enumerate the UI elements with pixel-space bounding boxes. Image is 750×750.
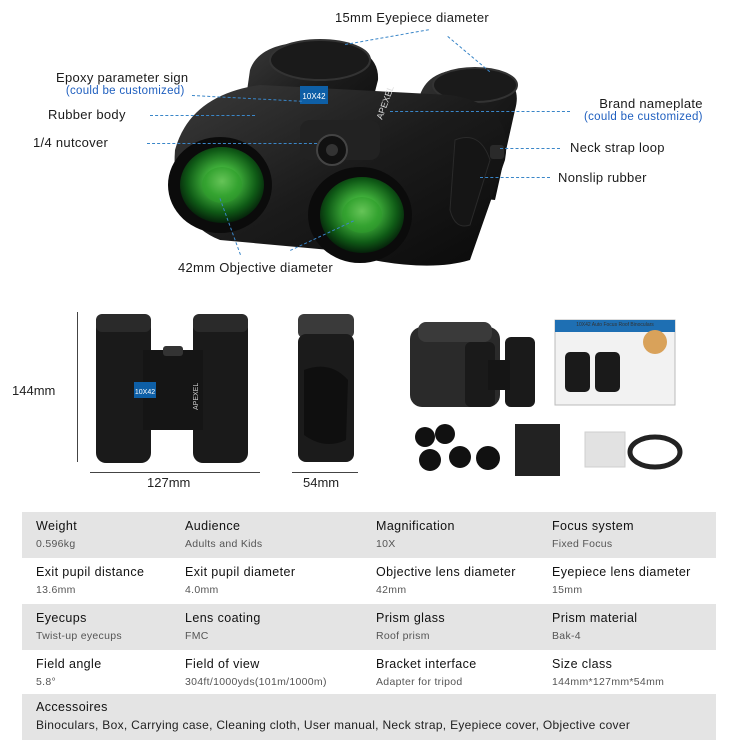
accessories-row: Accessoires Binoculars, Box, Carrying ca…: [22, 694, 716, 740]
spec-label: Eyepiece lens diameter: [552, 565, 691, 579]
spec-value: 4.0mm: [185, 584, 219, 596]
leader-nutcover: [147, 143, 317, 144]
callout-eyepiece: 15mm Eyepiece diameter: [335, 10, 489, 25]
spec-value: 144mm*127mm*54mm: [552, 676, 665, 688]
callout-objective: 42mm Objective diameter: [178, 260, 334, 275]
spec-label: Eyecups: [36, 611, 87, 625]
accessories-value: Binoculars, Box, Carrying case, Cleaning…: [36, 718, 631, 732]
spec-value: 15mm: [552, 584, 583, 596]
width-dimension-line: [90, 472, 260, 473]
spec-label: Exit pupil distance: [36, 565, 145, 579]
spec-label: Exit pupil diameter: [185, 565, 296, 579]
callout-epoxy-label: Epoxy parameter sign: [56, 70, 189, 85]
front-brand-text: APEXEL: [193, 383, 200, 410]
side-view-illustration: [298, 314, 354, 462]
spec-value: 0.596kg: [36, 538, 76, 550]
spec-label: Focus system: [552, 519, 634, 533]
spec-value: 304ft/1000yds(101m/1000m): [185, 676, 327, 688]
spec-value: 13.6mm: [36, 584, 76, 596]
callout-nameplate-label: Brand nameplate: [599, 96, 703, 111]
width-label: 127mm: [147, 475, 191, 490]
spec-value: Roof prism: [376, 630, 430, 642]
spec-label: Field angle: [36, 657, 102, 671]
spec-label: Prism material: [552, 611, 638, 625]
callout-nameplate: Brand nameplate (could be customized): [584, 96, 703, 123]
spec-label: Prism glass: [376, 611, 445, 625]
callout-epoxy: Epoxy parameter sign (could be customize…: [56, 70, 188, 97]
depth-dimension-line: [292, 472, 358, 473]
accessories-label: Accessoires: [36, 700, 108, 714]
binocular-hero-illustration: 10X42 APEXEL: [168, 39, 518, 266]
spec-value: Adapter for tripod: [376, 676, 463, 688]
box-title: 10X42 Auto Focus Roof Binoculars: [576, 322, 654, 328]
package-contents-illustration: [410, 319, 683, 476]
epoxy-badge: [300, 86, 328, 104]
spec-value: FMC: [185, 630, 209, 642]
leader-strap: [500, 148, 560, 149]
height-label: 144mm: [12, 383, 56, 398]
spec-value: 5.8°: [36, 676, 56, 688]
spec-value: 42mm: [376, 584, 407, 596]
callout-nutcover: 1/4 nutcover: [33, 135, 109, 150]
callout-nonslip: Nonslip rubber: [558, 170, 647, 185]
spec-value: 10X: [376, 538, 396, 550]
badge-text: 10X42: [302, 92, 326, 101]
spec-label: Magnification: [376, 519, 455, 533]
height-dimension-line: [77, 312, 78, 462]
spec-label: Size class: [552, 657, 613, 671]
hero-section: 10X42 APEXEL 15mm Eyepiece diameter Epox…: [0, 0, 750, 290]
spec-label: Audience: [185, 519, 241, 533]
callout-rubber-body: Rubber body: [48, 107, 126, 122]
spec-value: Bak-4: [552, 630, 581, 642]
front-badge-text: 10X42: [135, 389, 155, 396]
spec-label: Bracket interface: [376, 657, 477, 671]
spec-row: Exit pupil distance 13.6mm Exit pupil dia…: [22, 558, 716, 604]
spec-label: Lens coating: [185, 611, 261, 625]
spec-row: Field angle 5.8° Field of view 304ft/1000y…: [22, 650, 716, 696]
leader-rubber-body: [150, 115, 255, 116]
spec-value: Twist-up eyecups: [36, 630, 122, 642]
spec-label: Weight: [36, 519, 78, 533]
callout-strap-loop: Neck strap loop: [570, 140, 665, 155]
front-view-illustration: 10X42 APEXEL: [96, 314, 248, 463]
spec-value: Adults and Kids: [185, 538, 263, 550]
callout-nameplate-sub: (could be customized): [584, 111, 703, 123]
spec-label: Field of view: [185, 657, 260, 671]
callout-epoxy-sub: (could be customized): [65, 85, 185, 97]
leader-nameplate: [390, 111, 570, 112]
depth-label: 54mm: [303, 475, 340, 490]
spec-label: Objective lens diameter: [376, 565, 516, 579]
spec-value: Fixed Focus: [552, 538, 613, 550]
leader-nonslip: [480, 177, 550, 178]
